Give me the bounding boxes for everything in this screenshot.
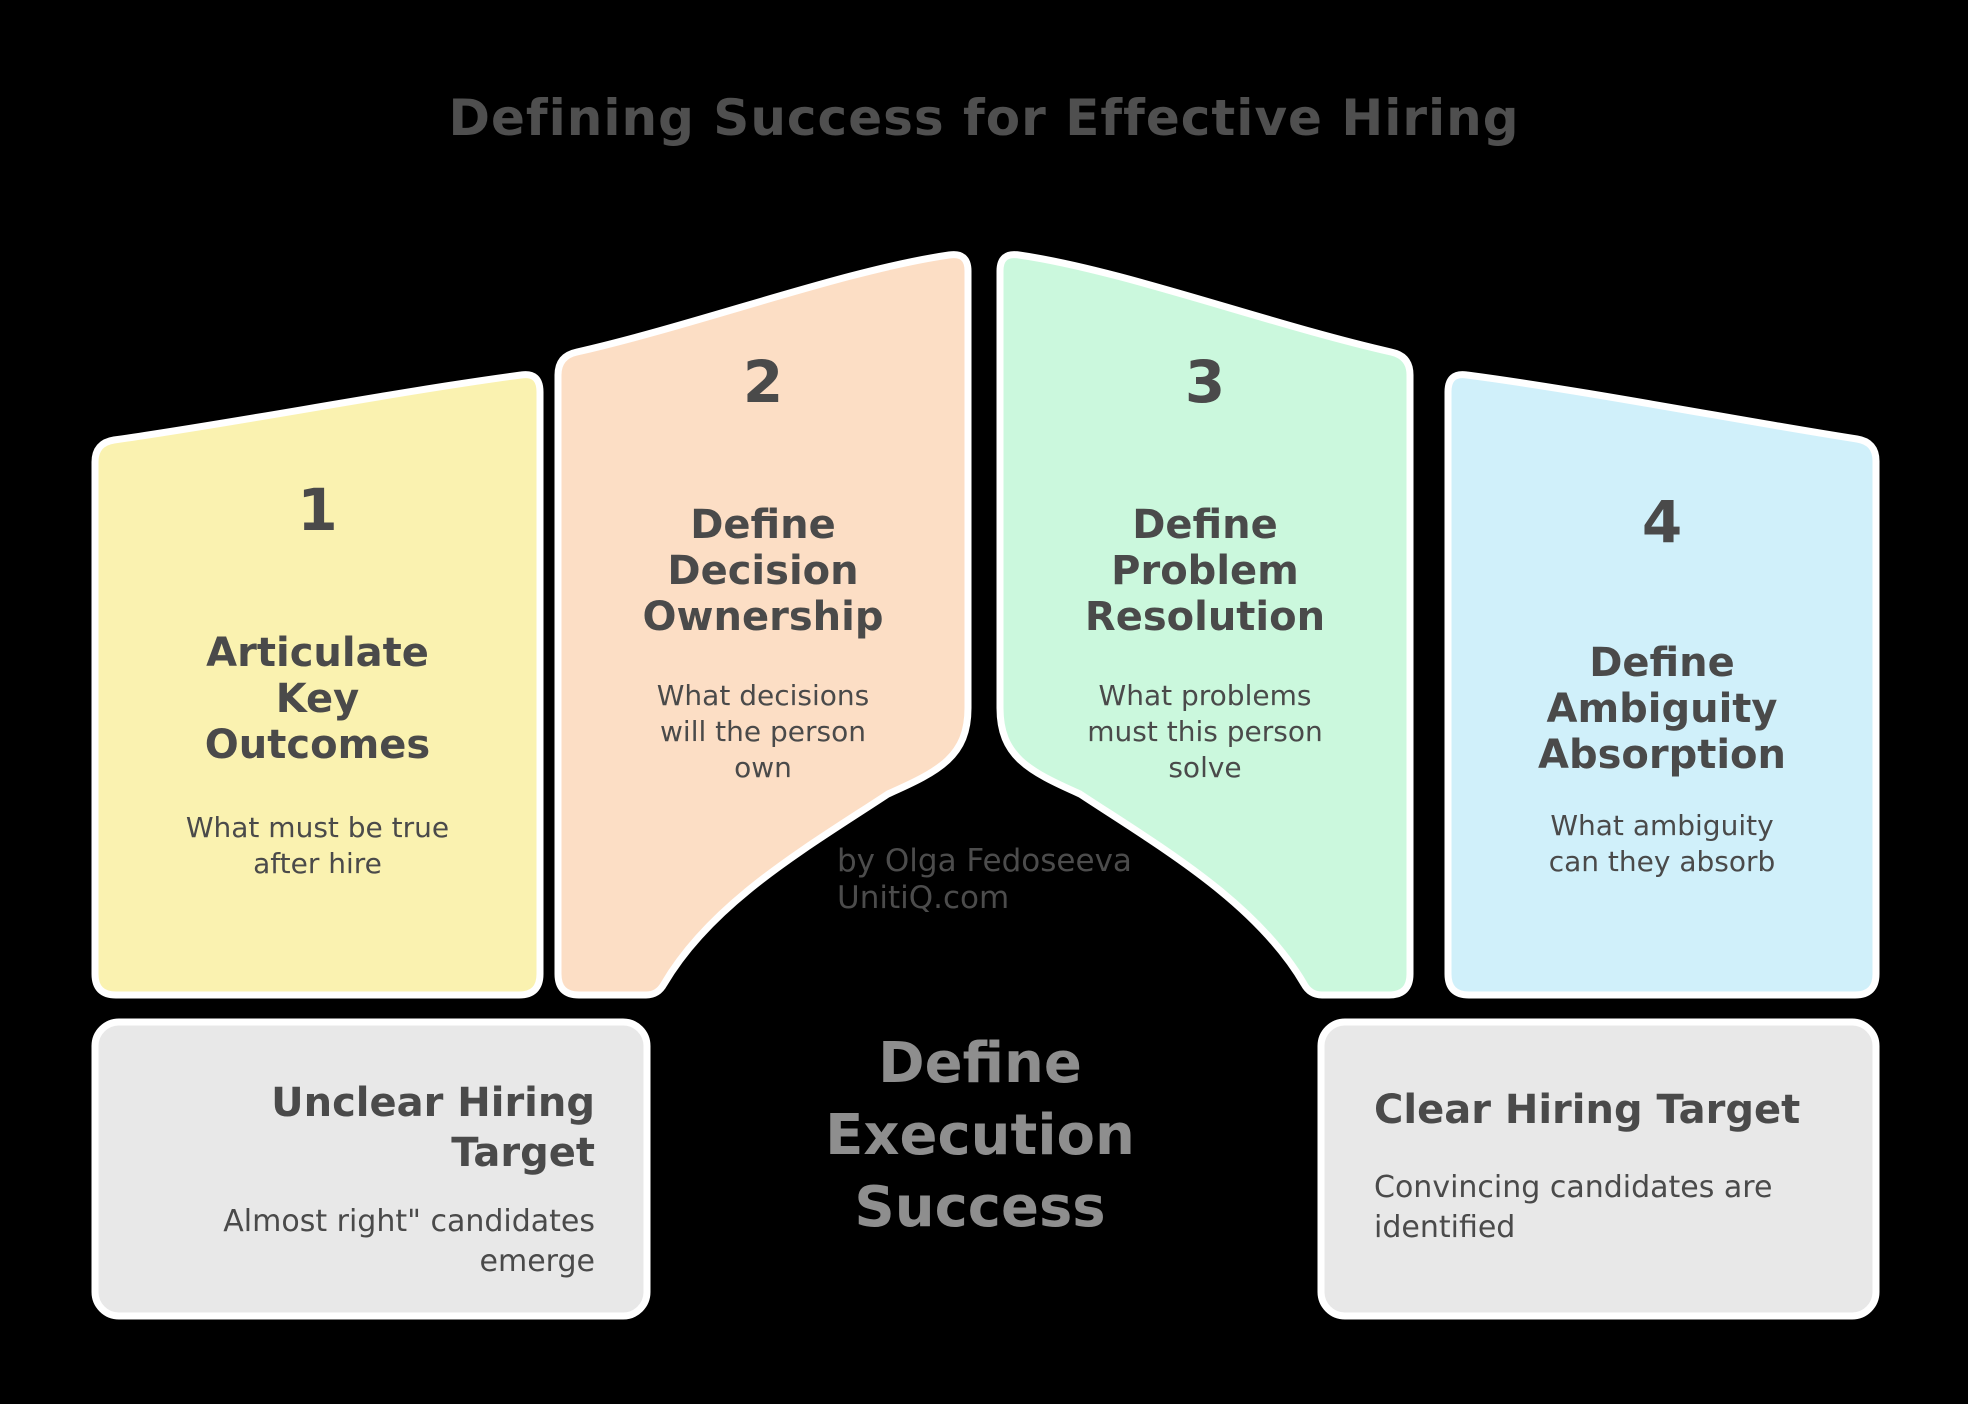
- step-3-description: What problems must this person solve: [1087, 679, 1323, 784]
- arch-center-label: Define Execution Success: [825, 1031, 1135, 1240]
- step-3-heading: Define Problem Resolution: [1084, 502, 1326, 640]
- step-4-panel-shape: [1444, 371, 1880, 999]
- step-1-number: 1: [297, 476, 338, 544]
- step-3-panel-shape: [996, 251, 1414, 999]
- step-1-description: What must be true after hire: [185, 811, 450, 880]
- step-2-description: What decisions will the person own: [656, 679, 870, 784]
- author-credit: by Olga Fedoseeva UnitiQ.com: [837, 843, 1132, 916]
- step-2-number: 2: [742, 348, 784, 416]
- step-3-number: 3: [1184, 348, 1226, 416]
- page-title: Defining Success for Effective Hiring: [448, 89, 1520, 147]
- negative-outcome-description: Almost right" candidates emerge: [223, 1204, 595, 1279]
- step-2-panel-shape: [554, 251, 972, 999]
- positive-outcome-box: [1317, 1018, 1880, 1320]
- step-1-panel-shape: [91, 371, 544, 999]
- negative-outcome-heading: Unclear Hiring Target: [271, 1080, 595, 1176]
- step-1-heading: Articulate Key Outcomes: [204, 630, 431, 768]
- positive-outcome-heading: Clear Hiring Target: [1374, 1087, 1801, 1133]
- negative-outcome-box: [91, 1018, 651, 1320]
- step-4-description: What ambiguity can they absorb: [1548, 809, 1776, 878]
- step-4-number: 4: [1641, 488, 1683, 556]
- positive-outcome-description: Convincing candidates are identified: [1374, 1170, 1773, 1245]
- step-4-heading: Define Ambiguity Absorption: [1537, 640, 1787, 778]
- step-2-heading: Define Decision Ownership: [642, 502, 884, 640]
